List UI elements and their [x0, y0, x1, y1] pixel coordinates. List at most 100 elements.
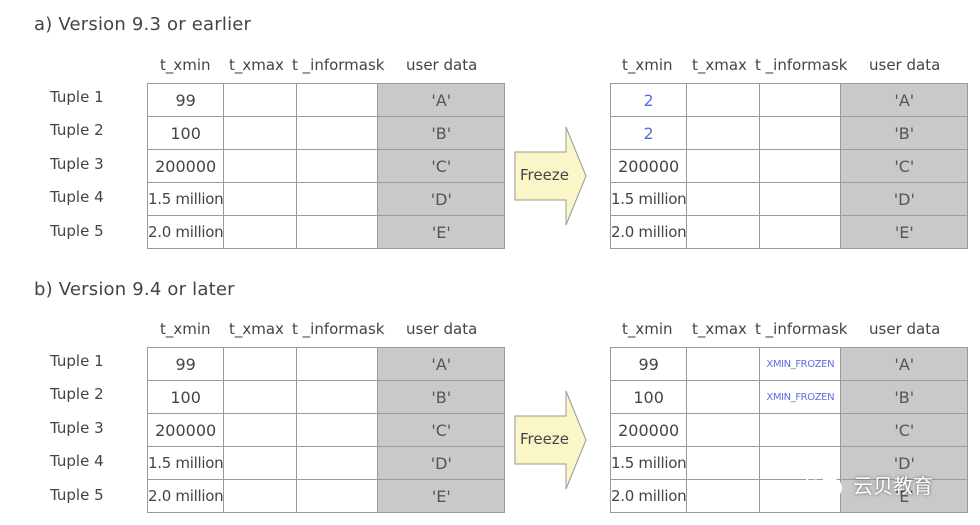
t-xmax-cell — [686, 380, 761, 414]
user-data-cell: 'D' — [377, 182, 506, 216]
t-informask-cell: XMIN_FROZEN — [759, 347, 842, 381]
t-xmin-cell: 2.0 million — [146, 215, 225, 249]
table-row: 100 'B' — [146, 116, 506, 150]
t-xmin-cell: 99 — [146, 347, 225, 381]
user-data-cell: 'C' — [840, 149, 969, 183]
t-xmax-cell — [686, 347, 761, 381]
user-data-cell: 'B' — [377, 116, 506, 150]
t-informask-cell — [296, 380, 379, 414]
header-t-xmin: t_xmin — [160, 320, 211, 338]
header-user-data: user data — [406, 56, 478, 74]
table-row: 99 'A' — [146, 347, 506, 381]
t-xmax-cell — [686, 149, 761, 183]
t-informask-cell — [759, 215, 842, 249]
header-t-xmax: t_xmax — [692, 56, 747, 74]
freeze-arrow-icon — [514, 126, 587, 226]
t-xmin-cell: 1.5 million — [146, 446, 225, 480]
t-xmax-cell — [223, 380, 298, 414]
t-informask-cell — [296, 83, 379, 117]
t-xmin-cell: 1.5 million — [609, 446, 688, 480]
tuple-label: Tuple 1 — [50, 352, 104, 370]
t-xmax-cell — [686, 83, 761, 117]
watermark-text: 云贝教育 — [853, 473, 933, 498]
section-b-before-table: 99 'A' 100 'B' 200000 'C' 1.5 million 'D… — [146, 347, 506, 513]
t-xmin-cell: 200000 — [609, 413, 688, 447]
table-row: 2 'B' — [609, 116, 969, 150]
t-xmin-cell: 2 — [609, 116, 688, 150]
user-data-cell: 'C' — [840, 413, 969, 447]
user-data-cell: 'B' — [840, 380, 969, 414]
t-xmin-cell: 200000 — [609, 149, 688, 183]
t-xmax-cell — [223, 116, 298, 150]
t-informask-cell — [759, 83, 842, 117]
table-row: 2 'A' — [609, 83, 969, 117]
user-data-cell: 'A' — [377, 347, 506, 381]
t-informask-cell — [759, 182, 842, 216]
table-row: 1.5 million 'D' — [609, 182, 969, 216]
t-xmin-cell: 2.0 million — [146, 479, 225, 513]
t-xmin-cell: 2 — [609, 83, 688, 117]
tuple-label: Tuple 2 — [50, 121, 104, 139]
t-xmin-cell: 200000 — [146, 149, 225, 183]
section-a-title: a) Version 9.3 or earlier — [34, 14, 252, 35]
section-a-after-table: 2 'A' 2 'B' 200000 'C' 1.5 million 'D' 2… — [609, 83, 969, 249]
table-row: 2.0 million 'E' — [146, 479, 506, 513]
table-row: 200000 'C' — [146, 413, 506, 447]
t-xmax-cell — [223, 413, 298, 447]
section-b-after-table: 99 XMIN_FROZEN 'A' 100 XMIN_FROZEN 'B' 2… — [609, 347, 969, 513]
header-user-data: user data — [869, 320, 941, 338]
header-t-xmin: t_xmin — [160, 56, 211, 74]
watermark: 云贝教育 — [805, 466, 933, 502]
user-data-cell: 'C' — [377, 413, 506, 447]
header-user-data: user data — [869, 56, 941, 74]
table-row: 1.5 million 'D' — [609, 446, 969, 480]
header-user-data: user data — [406, 320, 478, 338]
t-xmin-cell: 100 — [146, 380, 225, 414]
user-data-cell: 'E' — [840, 479, 969, 513]
user-data-cell: 'B' — [377, 380, 506, 414]
t-informask-cell — [759, 149, 842, 183]
header-t-informask: t _informask — [755, 320, 848, 338]
table-row: 100 XMIN_FROZEN 'B' — [609, 380, 969, 414]
tuple-label: Tuple 5 — [50, 222, 104, 240]
t-xmax-cell — [686, 479, 761, 513]
t-xmin-cell: 1.5 million — [609, 182, 688, 216]
header-t-xmax: t_xmax — [229, 320, 284, 338]
t-xmin-cell: 100 — [609, 380, 688, 414]
user-data-cell: 'A' — [840, 347, 969, 381]
table-row: 200000 'C' — [609, 149, 969, 183]
freeze-arrow-icon — [514, 390, 587, 490]
tuple-label: Tuple 1 — [50, 88, 104, 106]
t-xmax-cell — [223, 215, 298, 249]
user-data-cell: 'A' — [840, 83, 969, 117]
section-b-title: b) Version 9.4 or later — [34, 279, 235, 300]
t-informask-cell: XMIN_FROZEN — [759, 380, 842, 414]
t-informask-cell — [759, 413, 842, 447]
t-xmin-cell: 99 — [609, 347, 688, 381]
t-xmin-cell: 200000 — [146, 413, 225, 447]
t-informask-cell — [759, 446, 842, 480]
header-t-informask: t _informask — [755, 56, 848, 74]
tuple-label: Tuple 3 — [50, 155, 104, 173]
table-row: 99 XMIN_FROZEN 'A' — [609, 347, 969, 381]
t-xmin-cell: 100 — [146, 116, 225, 150]
header-t-xmin: t_xmin — [622, 320, 673, 338]
t-xmax-cell — [223, 149, 298, 183]
t-xmax-cell — [686, 413, 761, 447]
header-t-xmax: t_xmax — [229, 56, 284, 74]
table-row: 100 'B' — [146, 380, 506, 414]
t-informask-cell — [296, 347, 379, 381]
tuple-label: Tuple 5 — [50, 486, 104, 504]
user-data-cell: 'D' — [377, 446, 506, 480]
t-informask-cell — [296, 413, 379, 447]
t-xmax-cell — [686, 446, 761, 480]
t-informask-cell — [296, 149, 379, 183]
table-row: 1.5 million 'D' — [146, 182, 506, 216]
section-a-before-table: 99 'A' 100 'B' 200000 'C' 1.5 million 'D… — [146, 83, 506, 249]
user-data-cell: 'C' — [377, 149, 506, 183]
freeze-arrow-label: Freeze — [520, 166, 569, 184]
t-xmax-cell — [686, 116, 761, 150]
t-xmax-cell — [223, 446, 298, 480]
t-xmin-cell: 2.0 million — [609, 215, 688, 249]
t-xmin-cell: 1.5 million — [146, 182, 225, 216]
